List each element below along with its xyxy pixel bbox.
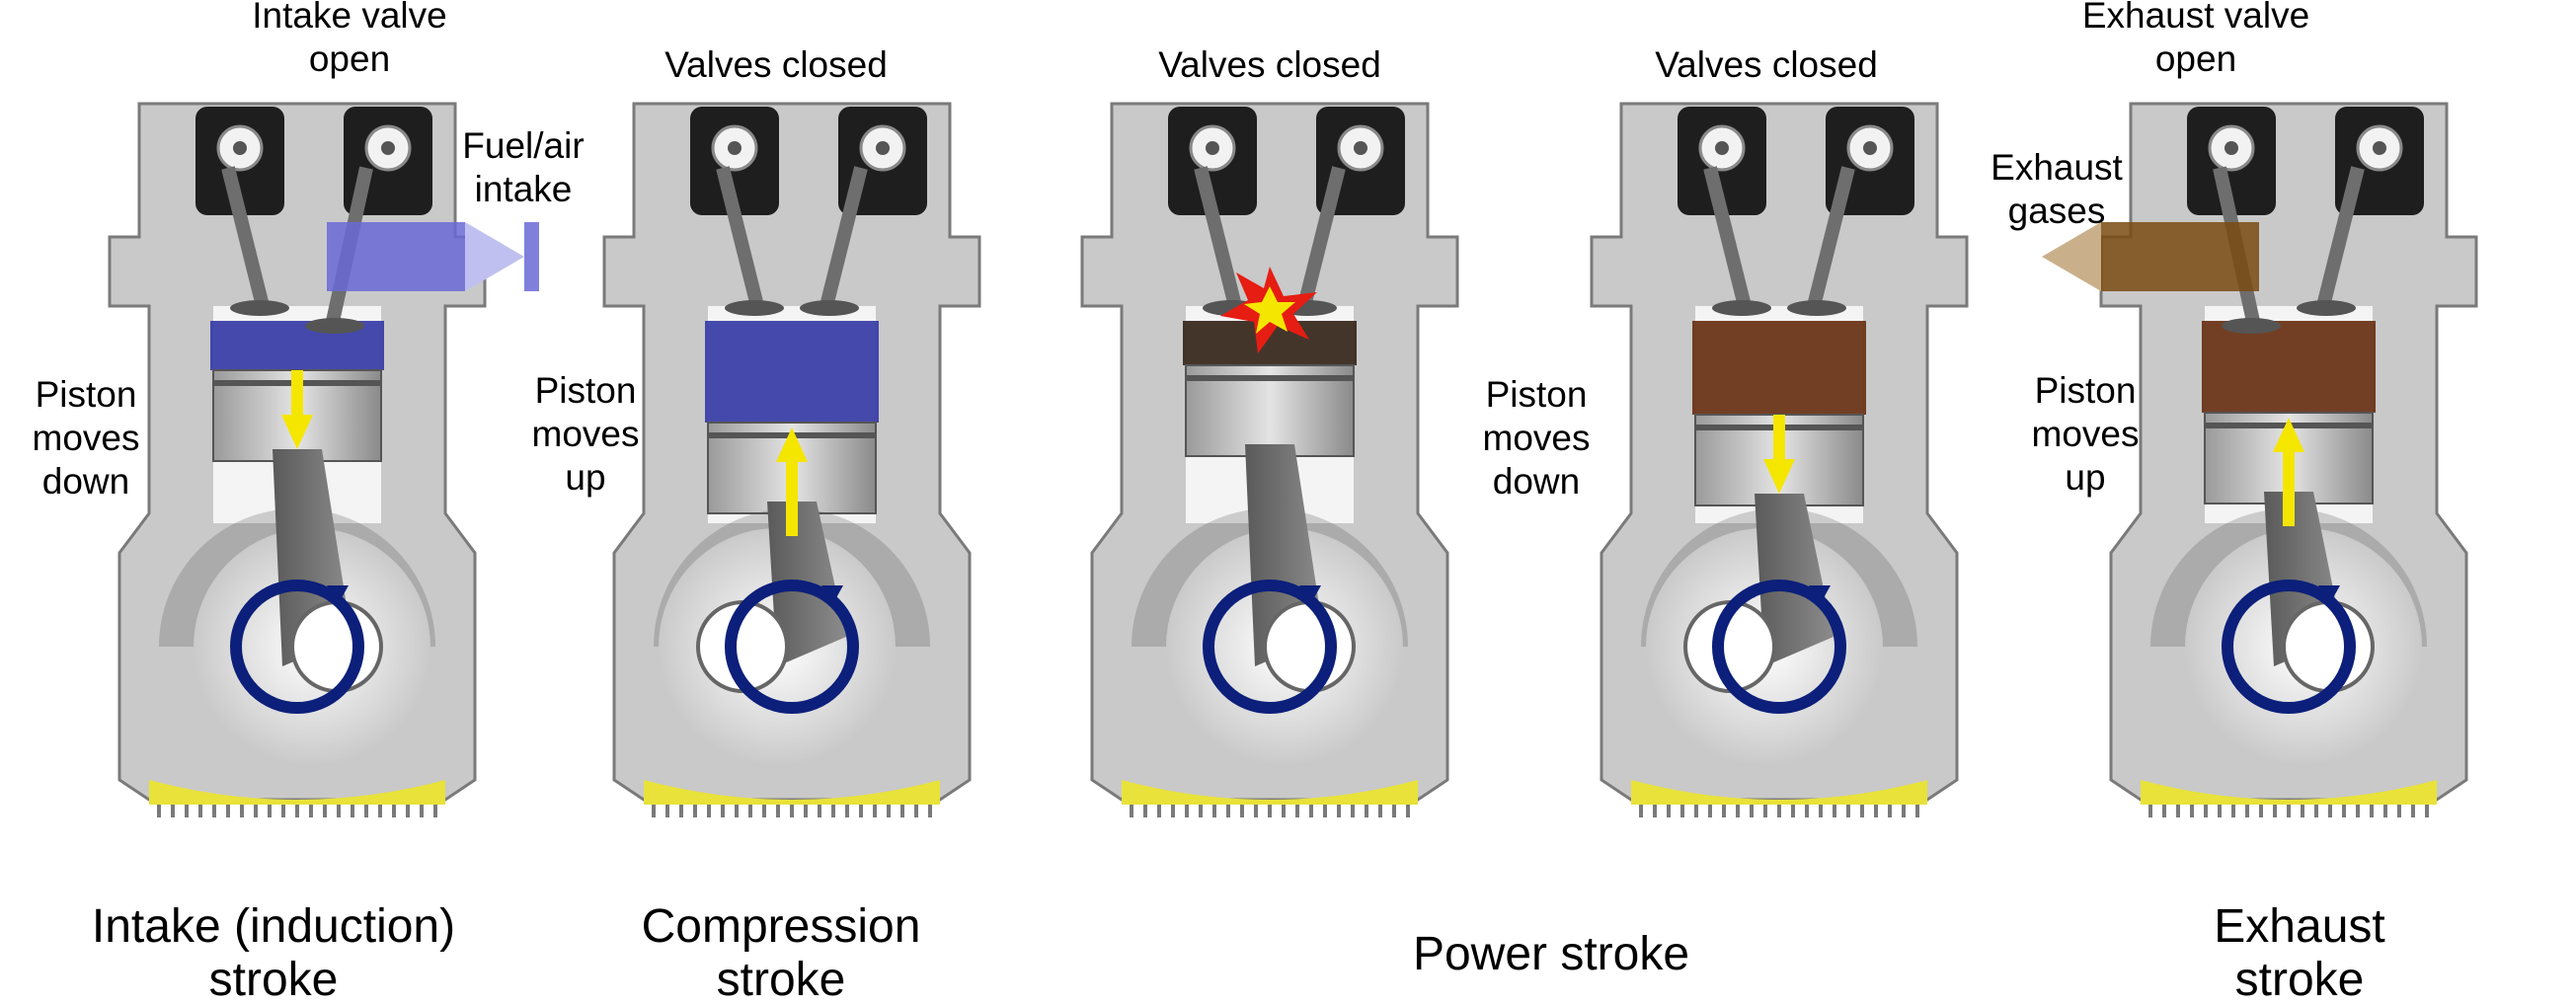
camshaft-hub	[2373, 141, 2386, 155]
valve-head	[1712, 300, 1771, 316]
valve-head	[305, 318, 364, 334]
label-piston-moves-down-intake: Piston moves down	[32, 374, 140, 502]
camshaft-hub	[1715, 141, 1729, 155]
engine-intake	[108, 102, 539, 817]
caption-intake-stroke: Intake (induction) stroke	[91, 900, 456, 1006]
rotation-arrow	[1203, 580, 1337, 714]
rotation-arrow	[230, 580, 364, 714]
camshaft-hub	[1354, 141, 1367, 155]
piston-up-arrow	[2273, 418, 2304, 526]
camshaft-hub	[381, 141, 395, 155]
caption-exhaust-stroke: Exhaust stroke	[2214, 900, 2385, 1006]
exhaust-valve-stem	[2316, 166, 2365, 308]
caption-compression-stroke: Compression stroke	[641, 900, 921, 1006]
camshaft-hub	[1863, 141, 1877, 155]
oil-sump	[1122, 780, 1418, 805]
camshaft-hub	[876, 141, 890, 155]
label-piston-moves-up-compression: Piston moves up	[531, 370, 640, 498]
piston-ring	[1186, 375, 1354, 381]
rotation-arrowhead	[821, 585, 843, 603]
fuel-air-tail	[524, 222, 539, 291]
caption-power-stroke: Power stroke	[1412, 928, 1690, 980]
crank-pin	[290, 600, 383, 693]
engine-exhaust	[2042, 102, 2478, 817]
piston-down-arrow	[281, 370, 313, 449]
combustion-chamber	[705, 321, 879, 423]
valve-head	[725, 300, 784, 316]
connecting-rod	[1755, 494, 1834, 666]
exhaust-valve-stem	[1807, 166, 1855, 308]
camshaft-hub	[1206, 141, 1219, 155]
piston-up-arrow	[776, 427, 808, 536]
rotation-arrow	[1712, 580, 1846, 714]
oil-sump	[2141, 780, 2437, 805]
combustion-chamber	[1183, 321, 1357, 365]
label-exhaust-gases: Exhaust gases	[1991, 147, 2123, 231]
rotation-arrowhead	[327, 585, 349, 603]
exhaust-valve-stem	[820, 166, 868, 308]
rotation-arrowhead	[1299, 585, 1321, 603]
combustion-chamber	[1692, 321, 1866, 415]
rotation-arrowhead	[2318, 585, 2340, 603]
oil-sump	[149, 780, 445, 805]
crank-pin	[1263, 600, 1356, 693]
exhaust-valve-stem	[1297, 166, 1346, 308]
camshaft-hub	[233, 141, 247, 155]
label-intake-valve-open: Intake valve open	[252, 0, 447, 79]
intake-valve-stem	[221, 166, 270, 308]
label-valves-closed-power: Valves closed	[1655, 44, 1878, 85]
intake-valve-stem	[1703, 166, 1752, 308]
valve-head	[2297, 300, 2356, 316]
combustion-chamber	[2202, 321, 2376, 413]
crank-pin	[2282, 600, 2375, 693]
camshaft-hub	[728, 141, 742, 155]
oil-sump	[644, 780, 940, 805]
rotation-arrowhead	[1809, 585, 1831, 603]
rotation-arrow	[2222, 580, 2356, 714]
label-fuel-air-intake: Fuel/air intake	[462, 125, 585, 209]
engine-compression	[602, 102, 981, 817]
engine-power	[1590, 102, 1969, 817]
exhaust-gas-flow	[2101, 222, 2259, 291]
label-exhaust-valve-open: Exhaust valve open	[2081, 0, 2310, 79]
piston-down-arrow	[1763, 415, 1795, 494]
valve-head	[230, 300, 289, 316]
label-piston-moves-up-exhaust: Piston moves up	[2031, 370, 2140, 498]
fuel-air-flow	[327, 222, 485, 291]
fuel-air-chevron-icon	[465, 222, 524, 291]
label-valves-closed-ignition: Valves closed	[1158, 44, 1381, 85]
spark-core-icon	[1244, 286, 1295, 334]
label-piston-moves-down-power: Piston moves down	[1482, 374, 1591, 502]
label-valves-closed-compression: Valves closed	[664, 44, 888, 85]
rotation-arrow	[725, 580, 859, 714]
valve-head	[800, 300, 859, 316]
intake-valve-stem	[1194, 166, 1242, 308]
oil-sump	[1631, 780, 1927, 805]
intake-valve-stem	[716, 166, 764, 308]
exhaust-chevron-icon	[2042, 222, 2101, 291]
valve-head	[1787, 300, 1846, 316]
camshaft-hub	[2225, 141, 2238, 155]
engine-power-ignition	[1080, 102, 1459, 817]
valve-head	[2222, 318, 2281, 334]
